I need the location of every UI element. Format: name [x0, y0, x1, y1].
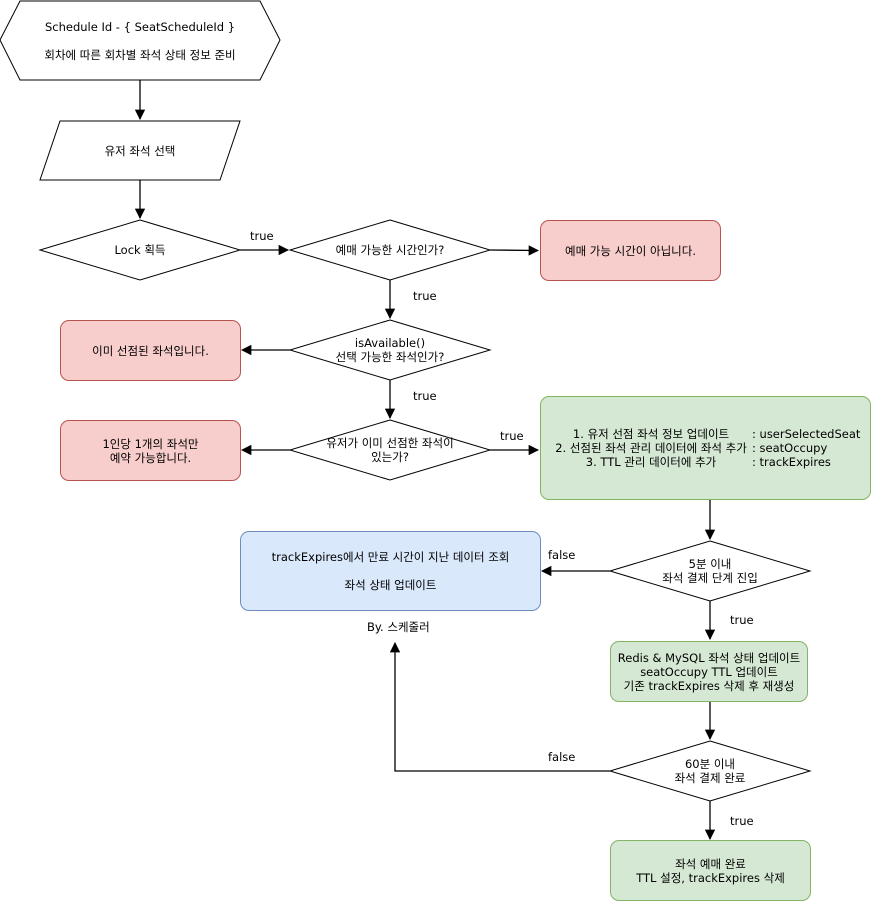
select-seat-label: 유저 좌석 선택	[104, 144, 176, 158]
within-5min-node: 5분 이내 좌석 결제 단계 진입	[610, 541, 810, 601]
edge-label-60min-false: false	[548, 750, 576, 764]
update-steps-box: 1. 유저 선점 좌석 정보 업데이트 : userSelectedSeat 2…	[540, 396, 871, 500]
update-step-2: 2. 선점된 좌석 관리 데이터에 좌석 추가 : seatOccupy	[550, 441, 827, 455]
update-step-3: 3. TTL 관리 데이터에 추가 : trackExpires	[550, 455, 831, 469]
within-60min-line2: 좌석 결제 완료	[674, 771, 746, 785]
update-step-2-target: : seatOccupy	[752, 441, 828, 455]
within-5min-line1: 5분 이내	[688, 557, 732, 571]
edge-label-60min-true: true	[730, 814, 754, 828]
edge-time-to-not-reservable	[489, 245, 540, 256]
redis-update-box: Redis & MySQL 좌석 상태 업데이트 seatOccupy TTL …	[610, 641, 808, 702]
scheduler-caption: By. 스케줄러	[367, 620, 430, 634]
scheduler-line2: 좌석 상태 업데이트	[344, 578, 437, 592]
already-selected-label: 이미 선점된 좌석입니다.	[92, 343, 209, 358]
complete-box: 좌석 예매 완료 TTL 설정, trackExpires 삭제	[610, 840, 811, 901]
start-node: Schedule Id - { SeatScheduleId } 회차에 따른 …	[0, 1, 280, 81]
select-seat-node: 유저 좌석 선택	[40, 121, 240, 181]
user-has-seat-diamond	[288, 419, 492, 481]
user-has-seat-node: 유저가 이미 선점한 좌석이 있는가?	[290, 420, 490, 480]
is-available-node: isAvailable() 선택 가능한 좌석인가?	[290, 320, 490, 380]
edge-label-available-to-user: true	[413, 389, 437, 403]
redis-update-line1: Redis & MySQL 좌석 상태 업데이트	[617, 650, 801, 665]
within-60min-node: 60분 이내 좌석 결제 완료	[610, 741, 810, 801]
update-step-1: 1. 유저 선점 좌석 정보 업데이트 : userSelectedSeat	[550, 427, 861, 441]
reservable-time-node: 예매 가능한 시간인가?	[290, 220, 490, 280]
user-has-seat-line2: 있는가?	[371, 450, 409, 464]
update-step-1-target: : userSelectedSeat	[752, 427, 861, 441]
update-step-1-text: 1. 유저 선점 좌석 정보 업데이트	[572, 427, 730, 441]
update-step-2-text: 2. 선점된 좌석 관리 데이터에 좌석 추가	[555, 441, 747, 455]
complete-line1: 좌석 예매 완료	[675, 856, 746, 871]
redis-update-line3: 기존 trackExpires 삭제 후 재생성	[623, 678, 795, 693]
edge-label-user-to-update: true	[500, 429, 524, 443]
within-60min-line1: 60분 이내	[684, 757, 736, 771]
start-line2: 회차에 따른 회차별 좌석 상태 정보 준비	[44, 48, 236, 62]
select-seat-parallelogram	[39, 120, 241, 181]
lock-diamond	[38, 219, 242, 281]
within-5min-line2: 좌석 결제 단계 진입	[662, 571, 758, 585]
complete-line2: TTL 설정, trackExpires 삭제	[636, 870, 785, 885]
update-step-3-text: 3. TTL 관리 데이터에 추가	[585, 455, 717, 469]
is-available-line2: 선택 가능한 좌석인가?	[335, 350, 445, 364]
redis-update-line2: seatOccupy TTL 업데이트	[640, 664, 778, 679]
start-hexagon	[0, 0, 281, 81]
one-per-person-line2: 예약 가능합니다.	[109, 450, 192, 465]
one-per-person-box: 1인당 1개의 좌석만 예약 가능합니다.	[60, 420, 241, 481]
update-step-3-target: : trackExpires	[752, 455, 831, 469]
not-reservable-box: 예매 가능 시간이 아닙니다.	[540, 220, 721, 281]
start-line1: Schedule Id - { SeatScheduleId }	[44, 20, 236, 34]
reservable-time-label: 예매 가능한 시간인가?	[335, 243, 445, 257]
edge-label-time-to-available: true	[413, 289, 437, 303]
user-has-seat-line1: 유저가 이미 선점한 좌석이	[326, 436, 454, 450]
edge-label-5min-true: true	[730, 613, 754, 627]
lock-node: Lock 획득	[40, 220, 240, 280]
not-reservable-label: 예매 가능 시간이 아닙니다.	[564, 243, 696, 258]
is-available-line1: isAvailable()	[354, 336, 426, 350]
edge-60min-to-scheduler	[389, 641, 610, 772]
scheduler-line1: trackExpires에서 만료 시간이 지난 데이터 조회	[271, 550, 510, 564]
edge-label-lock-to-time: true	[250, 229, 274, 243]
already-selected-box: 이미 선점된 좌석입니다.	[60, 320, 241, 381]
edge-label-5min-false: false	[548, 548, 576, 562]
lock-label: Lock 획득	[114, 243, 166, 257]
one-per-person-line1: 1인당 1개의 좌석만	[102, 436, 199, 451]
scheduler-box: trackExpires에서 만료 시간이 지난 데이터 조회 좌석 상태 업데…	[240, 531, 541, 611]
